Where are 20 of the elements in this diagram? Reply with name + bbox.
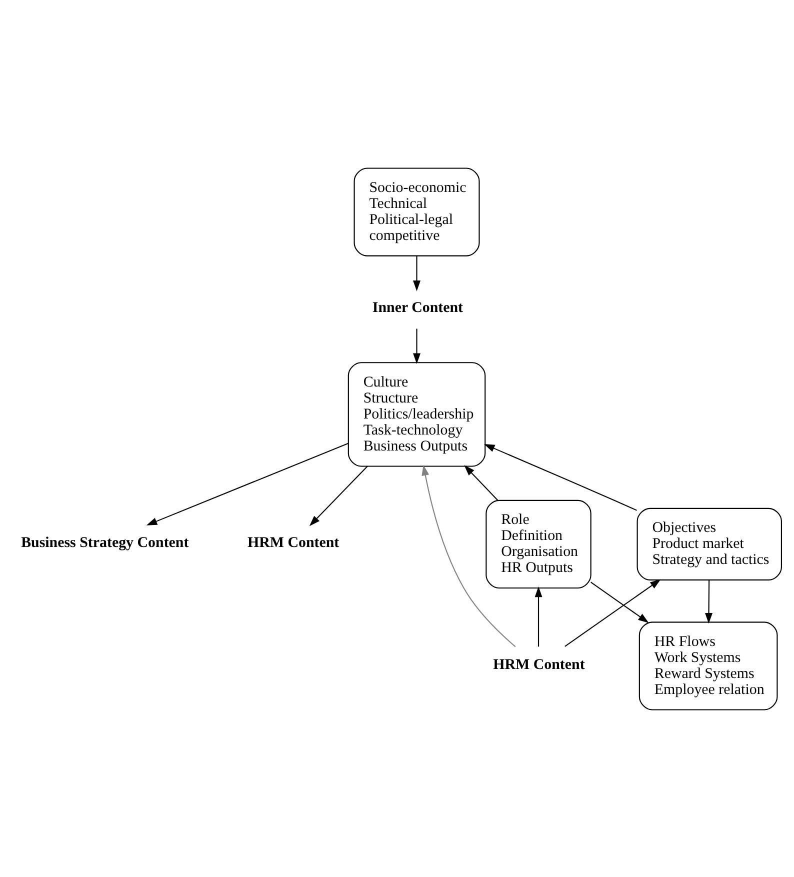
- arrow: [484, 444, 637, 510]
- arrow: [422, 464, 516, 647]
- arrow: [413, 328, 420, 364]
- node-box: Culture Structure Politics/leadership Task-technology Business Outputs: [348, 362, 486, 466]
- arrow: [464, 464, 498, 500]
- node-box: Objectives Product market Strategy and tactics: [636, 507, 782, 580]
- node-box: Role Definition Organisation HR Outputs: [486, 499, 592, 588]
- arrow: [534, 586, 542, 646]
- arrow: [309, 465, 368, 526]
- arrow: [590, 581, 649, 622]
- node-text: HRM Content: [493, 656, 585, 672]
- arrow: [146, 442, 348, 525]
- arrow: [564, 578, 661, 646]
- node-text: HRM Content: [247, 534, 340, 551]
- node-box: HR Flows Work Systems Reward Systems Employee relation: [638, 621, 778, 710]
- node-text: Business Strategy Content: [21, 534, 189, 551]
- node-box: Socio-economic Technical Political-legal competitive: [354, 167, 480, 256]
- node-text: Inner Content: [372, 300, 464, 316]
- arrow: [413, 255, 420, 291]
- arrow: [705, 580, 713, 624]
